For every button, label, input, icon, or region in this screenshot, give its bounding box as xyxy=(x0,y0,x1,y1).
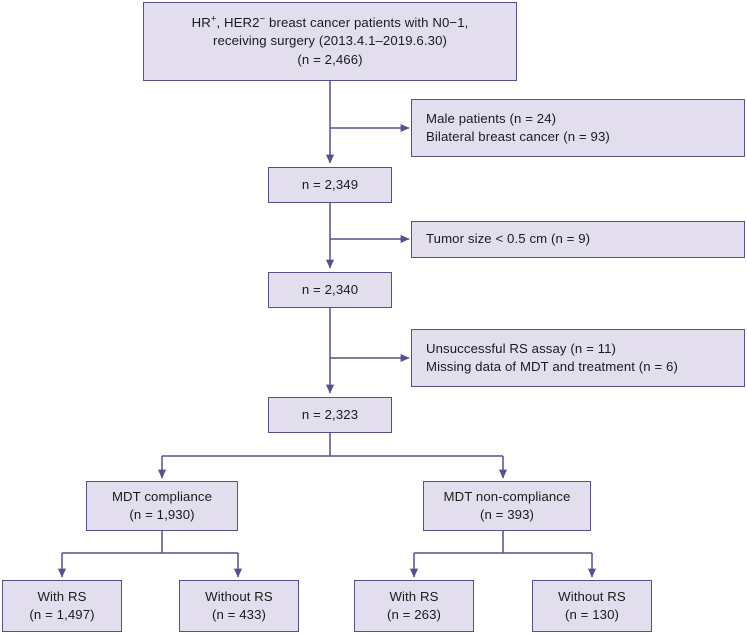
exclusion-box-assay-missing-data: Unsuccessful RS assay (n = 11) Missing d… xyxy=(411,329,745,387)
exclusion-box-male-bilateral: Male patients (n = 24) Bilateral breast … xyxy=(411,99,745,157)
initial-cohort-line-3: (n = 2,466) xyxy=(297,51,363,67)
group-box-mdt-compliance: MDT compliance (n = 1,930) xyxy=(86,481,238,531)
noncompliance-without-rs-title: Without RS xyxy=(558,588,626,604)
mdt-compliance-count: (n = 1,930) xyxy=(129,507,195,522)
cohort-box-2340: n = 2,340 xyxy=(268,272,392,308)
exclusion-1-line-1: Male patients (n = 24) xyxy=(426,110,557,126)
cohort-2349-label: n = 2,349 xyxy=(301,176,359,192)
cohort-box-2323: n = 2,323 xyxy=(268,397,392,433)
exclusion-3-line-2: Missing data of MDT and treatment (n = 6… xyxy=(426,359,678,374)
cohort-2340-label: n = 2,340 xyxy=(301,281,359,297)
group-box-mdt-non-compliance: MDT non-compliance (n = 393) xyxy=(423,481,591,531)
initial-cohort-box: HR+, HER2− breast cancer patients with N… xyxy=(143,2,517,81)
exclusion-1-line-2: Bilateral breast cancer (n = 93) xyxy=(426,129,610,144)
compliance-with-rs-count: (n = 1,497) xyxy=(29,607,95,622)
initial-cohort-line-1: HR+, HER2− breast cancer patients with N… xyxy=(191,13,469,30)
mdt-non-compliance-title: MDT non-compliance xyxy=(443,488,571,504)
leaf-box-noncompliance-without-rs: Without RS (n = 130) xyxy=(532,580,652,632)
exclusion-box-tumor-size: Tumor size < 0.5 cm (n = 9) xyxy=(411,221,745,258)
cohort-box-2349: n = 2,349 xyxy=(268,167,392,203)
leaf-box-noncompliance-with-rs: With RS (n = 263) xyxy=(354,580,474,632)
leaf-box-compliance-with-rs: With RS (n = 1,497) xyxy=(2,580,122,632)
leaf-box-compliance-without-rs: Without RS (n = 433) xyxy=(179,580,299,632)
initial-cohort-line-2: receiving surgery (2013.4.1–2019.6.30) xyxy=(213,33,447,49)
cohort-2323-label: n = 2,323 xyxy=(301,406,359,422)
noncompliance-with-rs-title: With RS xyxy=(389,588,439,604)
noncompliance-without-rs-count: (n = 130) xyxy=(564,607,620,622)
compliance-with-rs-title: With RS xyxy=(37,588,87,604)
noncompliance-with-rs-count: (n = 263) xyxy=(386,607,442,622)
mdt-compliance-title: MDT compliance xyxy=(111,488,213,504)
compliance-without-rs-count: (n = 433) xyxy=(211,607,267,622)
exclusion-2-line-1: Tumor size < 0.5 cm (n = 9) xyxy=(426,231,591,247)
mdt-non-compliance-count: (n = 393) xyxy=(479,507,535,522)
compliance-without-rs-title: Without RS xyxy=(205,588,273,604)
exclusion-3-line-1: Unsuccessful RS assay (n = 11) xyxy=(426,340,617,356)
